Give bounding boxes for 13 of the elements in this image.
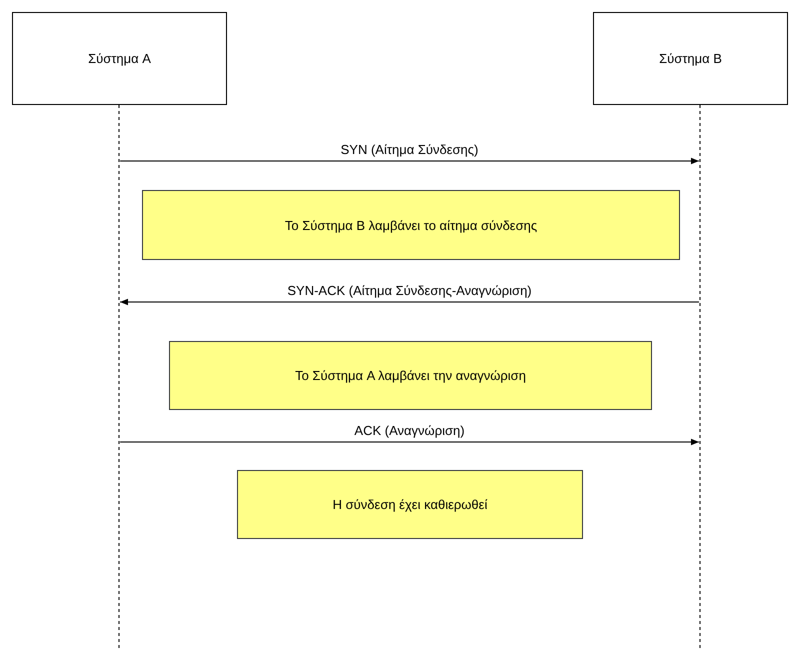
lifeline (118, 105, 120, 650)
lifeline (699, 105, 701, 650)
note-box: Το Σύστημα A λαμβάνει την αναγνώριση (169, 341, 652, 410)
note-box: Η σύνδεση έχει καθιερωθεί (237, 470, 583, 539)
message-arrow (120, 158, 700, 164)
edge-label: ACK (Αναγνώριση) (352, 423, 467, 438)
edge-label: SYN (Αίτημα Σύνδεσης) (338, 142, 480, 157)
message-arrow (120, 438, 700, 446)
participant-box: Σύστημα B (593, 12, 788, 105)
participant-box: Σύστημα A (12, 12, 227, 105)
message-arrow (120, 298, 700, 306)
edge-label: SYN-ACK (Αίτημα Σύνδεσης-Αναγνώριση) (285, 283, 534, 298)
note-box: Το Σύστημα B λαμβάνει το αίτημα σύνδεσης (142, 190, 680, 260)
